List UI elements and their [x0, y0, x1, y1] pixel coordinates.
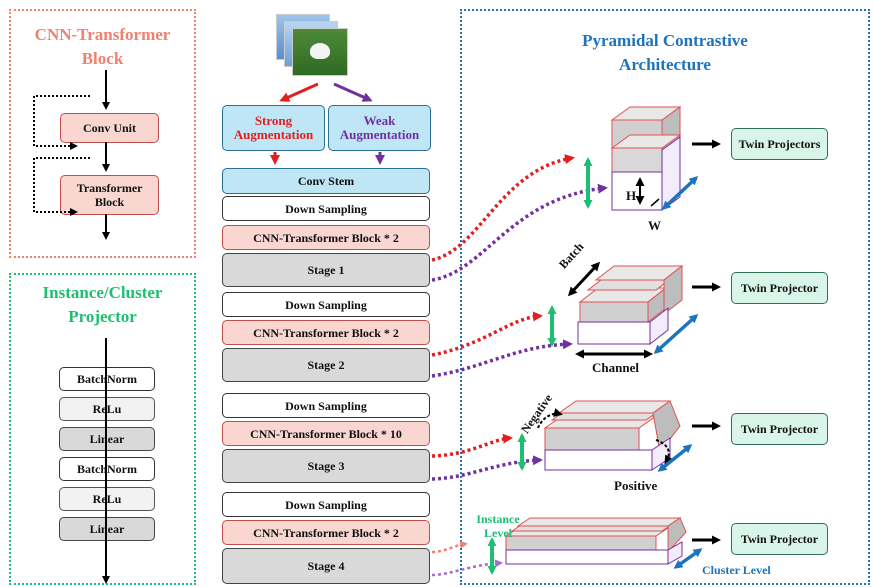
cnn-block-arrows — [33, 70, 110, 240]
h-label: H — [626, 188, 637, 203]
stage-3-box: Stage 3 — [222, 449, 430, 483]
cnn-transformer-block-stage-1: CNN-Transformer Block * 2 — [222, 225, 430, 250]
stage-4-box: Stage 4 — [222, 548, 430, 584]
stage-2-box: Stage 2 — [222, 348, 430, 382]
level-4-dimension-arrows — [487, 535, 721, 575]
augmentation-arrows — [270, 82, 385, 165]
w-label: W — [648, 218, 661, 233]
projector-title: Instance/Cluster Projector — [42, 283, 163, 326]
strong-augmentation-box: Strong Augmentation — [222, 105, 325, 151]
twin-projector-box-4: Twin Projector — [731, 523, 828, 555]
cnn-transformer-block-panel: CNN-Transformer Block Conv Unit Transfor… — [9, 9, 196, 258]
level-3-feature-cubes — [543, 400, 681, 471]
conv-stem-box: Conv Stem — [222, 168, 430, 194]
level-2-dimension-arrows — [547, 261, 721, 359]
positive-label: Positive — [614, 478, 658, 493]
stage-1-box: Stage 1 — [222, 253, 430, 287]
conv-unit-box: Conv Unit — [60, 113, 159, 143]
pyramidal-title: Pyramidal Contrastive Architecture — [582, 31, 748, 74]
twin-projector-box-2: Twin Projector — [731, 272, 828, 304]
cnn-transformer-block-stage-4: CNN-Transformer Block * 2 — [222, 520, 430, 545]
cnn-transformer-block-stage-3: CNN-Transformer Block * 10 — [222, 421, 430, 446]
twin-projectors-box-1: Twin Projectors — [731, 128, 828, 160]
channel-label: Channel — [592, 360, 639, 375]
dog-figure — [310, 43, 330, 59]
down-sampling-2: Down Sampling — [222, 292, 430, 317]
transformer-block-box: Transformer Block — [60, 175, 159, 215]
level-4-feature-cubes — [504, 517, 687, 565]
instance-level-label: Instance Level — [476, 512, 520, 540]
input-image-front — [292, 28, 348, 76]
pyramidal-panel: Pyramidal Contrastive Architecture — [460, 9, 870, 585]
cnn-transformer-block-stage-2: CNN-Transformer Block * 2 — [222, 320, 430, 345]
weak-augmentation-box: Weak Augmentation — [328, 105, 431, 151]
level-1-dimension-arrows — [583, 139, 721, 211]
cluster-level-label: Cluster Level — [702, 563, 771, 577]
level-1-feature-cubes — [610, 106, 682, 211]
down-sampling-3: Down Sampling — [222, 393, 430, 418]
twin-projector-box-3: Twin Projector — [731, 413, 828, 445]
level-3-dimension-arrows — [517, 408, 721, 472]
cnn-transformer-block-title: CNN-Transformer Block — [34, 25, 171, 68]
input-image-stack — [276, 14, 348, 76]
down-sampling-4: Down Sampling — [222, 492, 430, 517]
level-2-feature-cubes — [577, 264, 684, 346]
down-sampling-1: Down Sampling — [222, 196, 430, 221]
